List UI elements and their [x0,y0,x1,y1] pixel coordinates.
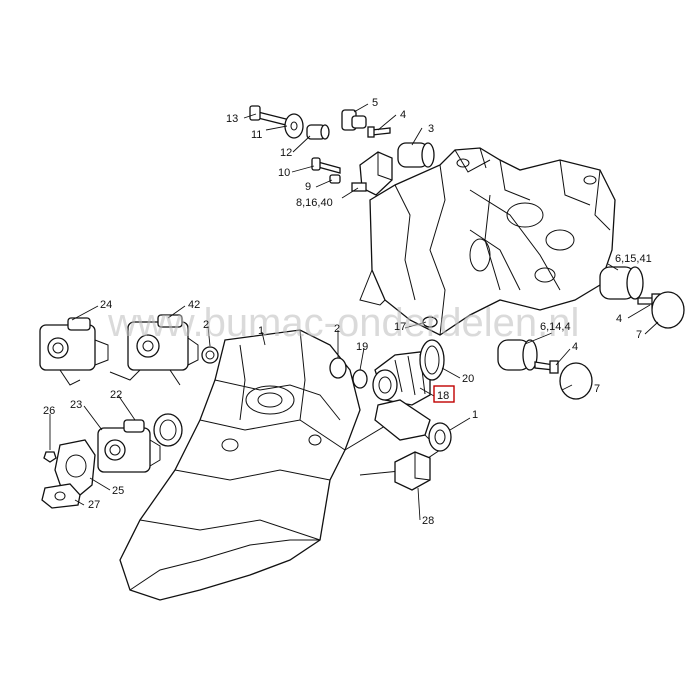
bracket-under-manifold [374,399,431,441]
leader-lines [49,103,659,521]
label-6-15-41: 6,15,41 [615,253,652,265]
washer-1-right [428,422,452,452]
label-7-right: 7 [636,329,642,341]
label-4-right: 4 [616,313,622,325]
label-3: 3 [428,123,434,135]
screw-4-top [367,126,391,138]
grommet-2-left [201,346,219,364]
flange-27 [41,483,81,509]
label-28: 28 [422,515,434,527]
label-10: 10 [278,167,290,179]
callout-labels: 13 11 12 5 4 3 10 9 8,16,40 6,15,41 4 7 … [43,97,652,527]
label-8-16-40: 8,16,40 [296,197,333,209]
screw-4-mid [534,360,559,374]
label-1-left: 1 [258,325,264,337]
label-9: 9 [305,181,311,193]
label-7-mid: 7 [594,383,600,395]
label-20: 20 [462,373,474,385]
label-17: 17 [394,321,406,333]
ring-19 [352,369,368,389]
flange-5 [341,109,367,131]
carburetor-23 [97,419,161,473]
label-5: 5 [372,97,378,109]
carburetor-24 [39,317,109,386]
bushing-12 [306,124,330,140]
label-2-mid: 2 [334,323,340,335]
plug-7-right [651,291,685,329]
nut-26 [43,451,57,463]
gasket-25 [54,439,96,496]
label-11: 11 [251,129,262,141]
label-4-top: 4 [400,109,406,121]
buffer-6-14-4 [497,339,538,371]
crankcase-housing [359,147,616,336]
label-12: 12 [280,147,292,159]
label-27: 27 [88,499,100,511]
nipple-9 [329,174,341,184]
gasket-22 [153,413,183,447]
hose-clamp-20 [419,339,445,381]
screw-13 [249,105,291,127]
label-4-mid: 4 [572,341,578,353]
label-18: 18 [437,390,449,402]
label-24: 24 [100,299,112,311]
bracket-28 [394,451,431,491]
screw-10 [311,157,341,174]
buffer-6-15-41 [599,266,644,300]
washer-11 [284,113,304,139]
label-1-right: 1 [472,409,478,421]
label-23: 23 [70,399,82,411]
label-13: 13 [226,113,238,125]
plug-7-mid [559,362,593,400]
tank-housing [119,329,441,601]
intake-manifold-18 [372,351,431,406]
clamp-17 [422,316,438,328]
highlight-box-18 [433,385,455,403]
label-42: 42 [188,299,200,311]
label-22: 22 [110,389,122,401]
label-2-left: 2 [203,319,209,331]
label-26: 26 [43,405,55,417]
label-25: 25 [112,485,124,497]
label-19: 19 [356,341,368,353]
ignition-cap-8 [351,151,393,196]
carburetor-42 [109,314,199,386]
grommet-2-mid [329,357,347,379]
label-6-14-4: 6,14,4 [540,321,571,333]
buffer-3 [397,142,435,168]
watermark-text: www.bumac-onderdelen.nl [107,301,579,345]
